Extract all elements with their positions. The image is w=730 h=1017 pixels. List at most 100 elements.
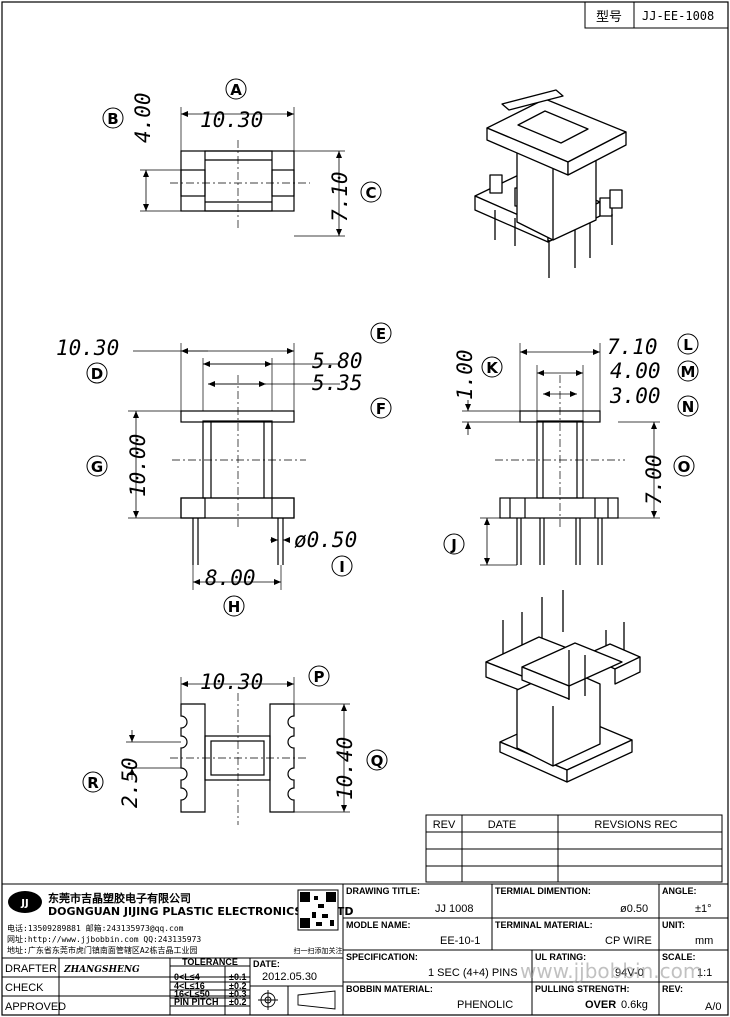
qr-code-icon [297, 889, 339, 931]
dim-D: 10.30 D [56, 336, 119, 384]
company-name-en: DOGNGUAN JIJING PLASTIC ELECTRONICS CO.,… [48, 905, 353, 918]
pulling-over: OVER [585, 999, 616, 1011]
company-contact-3: 地址:广东省东莞市虎门镇南面管辖区A2栋吉晶工业园 [7, 945, 197, 955]
date-label: DATE: [253, 959, 280, 969]
dim-B-letter: B [107, 110, 118, 128]
dim-O: 7.00 O [642, 454, 695, 505]
tol-value-1: ±0.2 [229, 981, 246, 991]
dim-A-letter: A [230, 81, 242, 99]
watermark: www.jjbobbin.com [520, 959, 702, 983]
title-block [2, 883, 729, 1016]
dim-I-value: ø0.50 [294, 528, 357, 552]
tolerance-title: TOLERANCE [182, 957, 238, 967]
ul-rating-label: UL RATING: [535, 952, 586, 962]
tol-value-3: ±0.2 [229, 997, 246, 1007]
dim-M: 4.00 M [610, 359, 699, 383]
dim-L-letter: L [683, 336, 693, 354]
dim-E-value: 5.80 [312, 349, 363, 373]
dim-J-letter: J [450, 536, 457, 554]
dim-I-letter: I [339, 558, 345, 576]
model-number: JJ-EE-1008 [642, 9, 714, 23]
dim-F-value: 5.35 [312, 371, 363, 395]
pulling-strength-label: PULLING STRENGTH: [535, 984, 630, 994]
dim-O-value: 7.00 [642, 454, 666, 505]
dim-L-value: 7.10 [607, 335, 658, 359]
dim-A-value: 10.30 [200, 108, 263, 132]
dim-M-letter: M [681, 363, 696, 381]
drafter-name: ZHANGSHENG [63, 965, 140, 975]
dim-Q: 10.40 Q [333, 737, 388, 800]
side-view [462, 343, 660, 566]
dim-P: 10.30 P [200, 665, 330, 694]
model-name: EE-10-1 [440, 935, 480, 947]
model-box: 型号 JJ-EE-1008 [584, 1, 729, 29]
iso-view-top [474, 89, 627, 278]
rev-value: A/0 [705, 1001, 722, 1013]
tol-range-3: PIN PITCH [174, 997, 219, 1007]
rev-label: REV: [662, 984, 683, 994]
tol-range-0: 0<L≤4 [174, 972, 200, 982]
date: 2012.05.30 [262, 971, 317, 983]
front-view [128, 343, 340, 590]
scale-label: SCALE: [662, 952, 696, 962]
terminal-dim-label: TERMIAL DIMENTION: [495, 886, 591, 896]
rev-col-rec: REVSIONS REC [594, 819, 677, 831]
ul-rating: 94V-0 [615, 967, 644, 979]
company-contact-2: 网址:http://www.jjbobbin.com QQ:243135973 [7, 934, 201, 944]
company-block: JJ 东莞市吉晶塑胶电子有限公司 DOGNGUAN JIJING PLASTIC… [1, 883, 353, 959]
company-name-cn: 东莞市吉晶塑胶电子有限公司 [48, 891, 191, 905]
model-name-label: MODLE NAME: [346, 920, 411, 930]
dim-E-letter: E [376, 325, 386, 343]
company-contact-1: 电话:13509289881 邮箱:243135973@qq.com [7, 923, 184, 933]
dim-G: 10.00 G [86, 434, 150, 497]
dim-H-letter: H [228, 598, 241, 616]
terminal-dim: ø0.50 [620, 903, 648, 915]
dim-R-letter: R [87, 774, 99, 792]
dim-D-letter: D [91, 365, 103, 383]
rev-col-date: DATE [488, 819, 517, 831]
dim-F-letter: F [376, 400, 386, 418]
dim-C-value: 7.10 [328, 171, 352, 222]
dim-E: 5.80 E [312, 322, 392, 373]
dim-P-value: 10.30 [200, 670, 263, 694]
title-block-text: DRAWING TITLE: JJ 1008 TERMIAL DIMENTION… [5, 886, 722, 1013]
dim-D-value: 10.30 [56, 336, 119, 360]
spec-label: SPECIFICATION: [346, 952, 418, 962]
angle: ±1° [695, 903, 712, 915]
dim-O-letter: O [678, 458, 691, 476]
drafter-label: DRAFTER [5, 963, 57, 975]
dim-H: 8.00 H [205, 566, 256, 617]
bobbin-material: PHENOLIC [457, 999, 513, 1011]
dim-Q-value: 10.40 [333, 737, 357, 800]
angle-label: ANGLE: [662, 886, 697, 896]
dim-R: 2.50 R [82, 757, 142, 808]
dim-K-letter: K [486, 359, 499, 377]
dim-H-value: 8.00 [205, 566, 256, 590]
tol-range-2: 16<L≤50 [174, 989, 210, 999]
iso-view-bottom [485, 590, 641, 783]
qr-caption: 扫一扫添加关注 [294, 946, 343, 955]
dim-C-letter: C [365, 184, 376, 202]
spec: 1 SEC (4+4) PINS [428, 967, 518, 979]
dim-L: 7.10 L [607, 333, 699, 359]
tol-value-0: ±0.1 [229, 972, 246, 982]
drawing-title-label: DRAWING TITLE: [346, 886, 420, 896]
projection-symbol-icon [258, 990, 336, 1010]
pulling-strength: 0.6kg [621, 999, 648, 1011]
terminal-material-label: TERMINAL MATERIAL: [495, 920, 593, 930]
tol-range-1: 4<L≤16 [174, 981, 205, 991]
drawing-title: JJ 1008 [435, 903, 474, 915]
dim-G-value: 10.00 [126, 434, 150, 497]
dim-N-letter: N [682, 398, 695, 416]
company-logo-text: JJ [20, 898, 28, 909]
check-label: CHECK [5, 982, 44, 994]
approved-label: APPROVED [5, 1001, 66, 1013]
dim-I: ø0.50 I [294, 528, 357, 577]
dim-C: 7.10 C [328, 171, 382, 222]
unit-label: UNIT: [662, 920, 685, 930]
dim-R-value: 2.50 [118, 757, 142, 808]
rev-col-rev: REV [433, 819, 456, 831]
revision-table: REV DATE REVSIONS REC [425, 814, 723, 883]
